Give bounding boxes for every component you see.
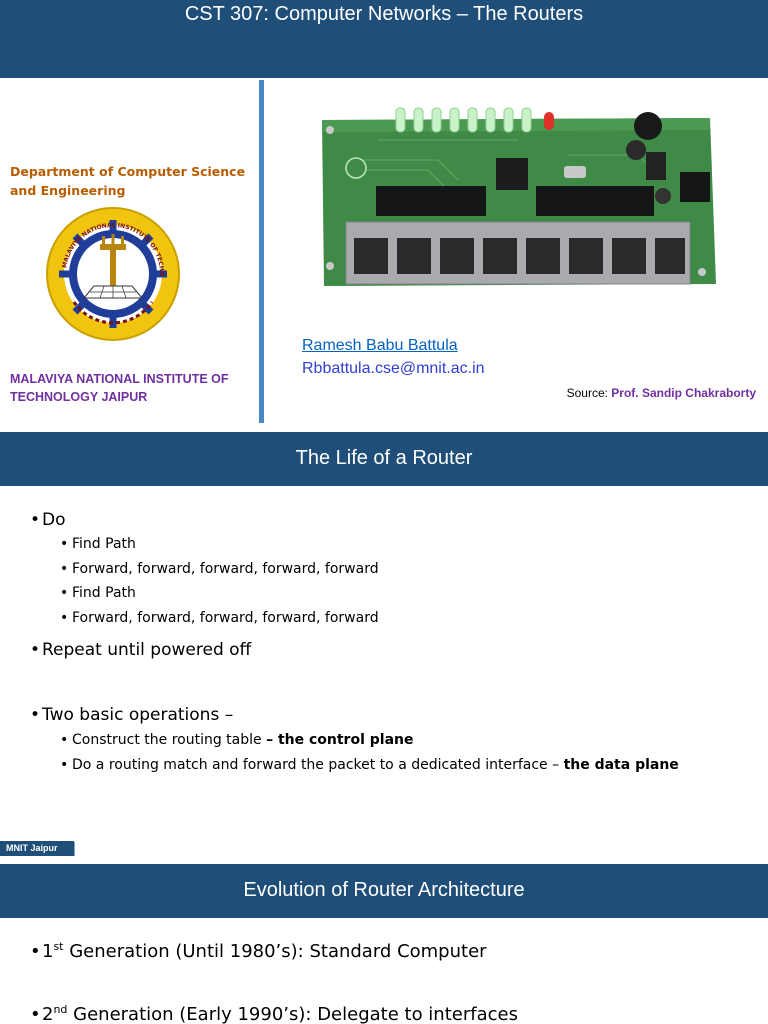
source-label: Source:	[566, 386, 612, 400]
slide-gap	[0, 856, 768, 864]
life-of-router-slide: The Life of a Router •Do •Find Path •For…	[0, 432, 768, 856]
bullet-find-path-1: •Find Path	[60, 536, 136, 552]
department-name: Department of Computer Science and Engin…	[10, 164, 246, 198]
evolution-slide: Evolution of Router Architecture •1st Ge…	[0, 864, 768, 1024]
bullet-find-path-2: •Find Path	[60, 585, 136, 601]
bullet-forward-2: •Forward, forward, forward, forward, for…	[60, 610, 379, 626]
bullet-first-generation: •1st Generation (Until 1980’s): Standard…	[30, 940, 487, 962]
router-board-image	[322, 107, 716, 286]
slide-title: CST 307: Computer Networks – The Routers	[184, 3, 584, 25]
bullet-do: •Do	[30, 510, 66, 530]
author-email: Rbbattula.cse@mnit.ac.in	[302, 360, 485, 377]
bullet-data-plane: •Do a routing match and forward the pack…	[60, 757, 679, 773]
bullet-forward-1: •Forward, forward, forward, forward, for…	[60, 561, 379, 577]
source-name: Prof. Sandip Chakraborty	[611, 386, 756, 400]
institute-logo: MALAVIYA NATIONAL INSTITUTE OF TECHNOLOG…	[44, 206, 180, 341]
title-bar: The Life of a Router	[0, 432, 768, 486]
institute-name: MALAVIYA NATIONAL INSTITUTE OF TECHNOLOG…	[10, 372, 229, 404]
slide-title: Evolution of Router Architecture	[243, 879, 525, 901]
footer-tag: MNIT Jaipur	[0, 841, 74, 856]
title-bar: CST 307: Computer Networks – The Routers	[0, 0, 768, 78]
vertical-divider	[259, 80, 264, 423]
author-link[interactable]: Ramesh Babu Battula	[302, 337, 458, 354]
bullet-two-operations: •Two basic operations –	[30, 705, 234, 725]
title-slide: CST 307: Computer Networks – The Routers…	[0, 0, 768, 424]
bullet-second-generation: •2nd Generation (Early 1990’s): Delegate…	[30, 1003, 518, 1024]
title-bar: Evolution of Router Architecture	[0, 864, 768, 918]
slide-title: The Life of a Router	[295, 447, 473, 469]
bullet-repeat: •Repeat until powered off	[30, 640, 252, 660]
source-credit: Source: Prof. Sandip Chakraborty	[567, 386, 756, 400]
bullet-control-plane: •Construct the routing table – the contr…	[60, 732, 414, 748]
slide-gap	[0, 424, 768, 432]
